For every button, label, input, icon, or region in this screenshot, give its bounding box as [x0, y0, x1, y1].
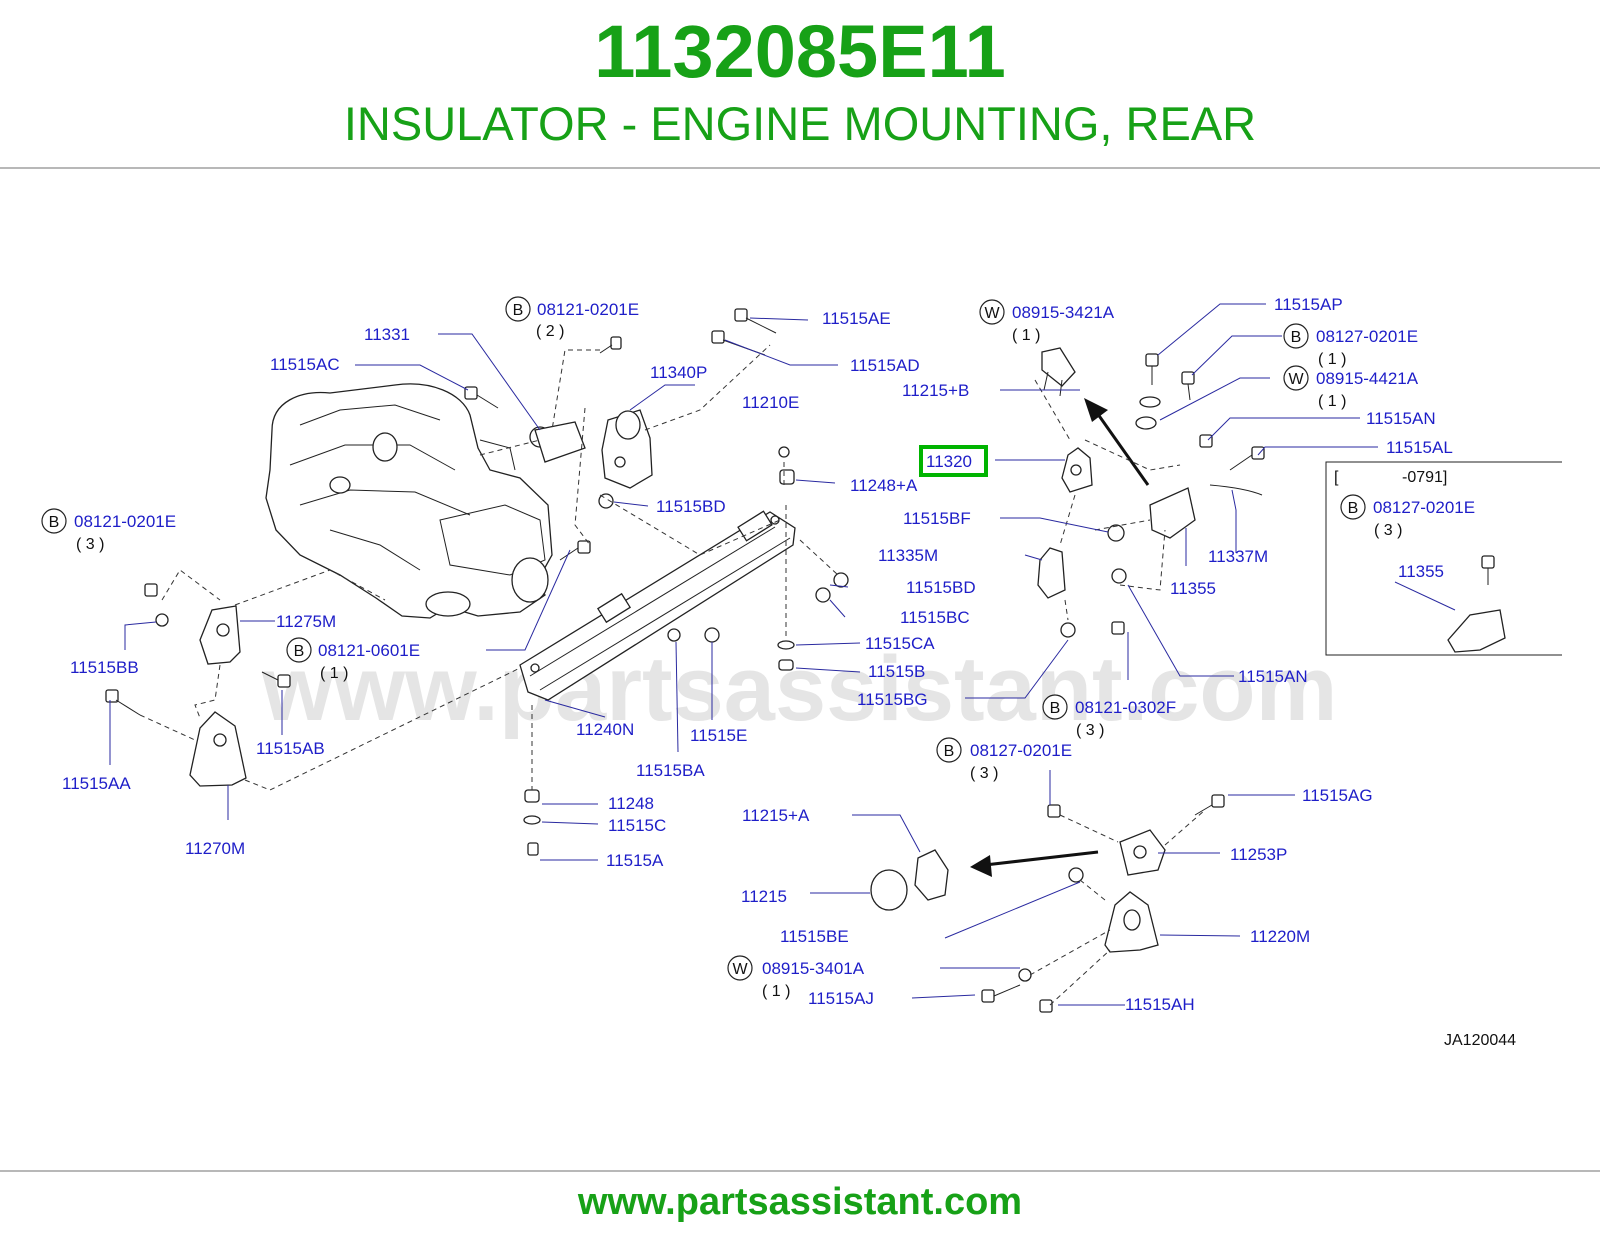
part-label[interactable]: 11515AC — [270, 355, 340, 374]
part-label[interactable]: 11515A — [606, 851, 664, 870]
svg-text:B: B — [294, 643, 305, 660]
part-label[interactable]: 11220M — [1250, 927, 1310, 946]
engine-block-drawing — [265, 383, 553, 619]
svg-text:( 1 ): ( 1 ) — [1318, 393, 1346, 410]
insulator-11320-drawing — [1037, 347, 1265, 638]
svg-text:B: B — [513, 302, 524, 319]
part-label[interactable]: 11337M — [1208, 547, 1268, 566]
part-label[interactable]: 11515AJ — [808, 989, 874, 1008]
part-label[interactable]: 11515BA — [636, 761, 705, 780]
highlight-box — [919, 445, 988, 477]
part-label[interactable]: 11515BD — [906, 578, 976, 597]
svg-text:W: W — [1288, 371, 1304, 388]
footer-divider — [0, 1170, 1600, 1172]
part-label[interactable]: 11515BD — [656, 497, 726, 516]
part-label[interactable]: 11335M — [878, 546, 938, 565]
svg-text:( 3 ): ( 3 ) — [1374, 522, 1402, 539]
svg-text:B: B — [49, 514, 60, 531]
part-label[interactable]: 11248 — [608, 794, 654, 813]
part-label[interactable]: 11515AE — [822, 309, 891, 328]
part-label[interactable]: 11515BE — [780, 927, 849, 946]
part-label[interactable]: 11355 — [1170, 579, 1216, 598]
inset-bracket-open: [ — [1334, 469, 1339, 486]
part-label[interactable]: 08915-4421A — [1316, 369, 1419, 388]
part-label[interactable]: 08127-0201E — [1316, 327, 1418, 346]
svg-text:( 1 ): ( 1 ) — [1318, 351, 1346, 368]
part-label[interactable]: 11515AN — [1366, 409, 1436, 428]
part-label[interactable]: 08121-0201E — [74, 512, 176, 531]
part-label[interactable]: 11515BB — [70, 658, 139, 677]
part-label[interactable]: 11515C — [608, 816, 666, 835]
part-label[interactable]: 08121-0201E — [537, 300, 639, 319]
crossmember-drawing — [519, 510, 796, 701]
svg-text:( 1 ): ( 1 ) — [762, 983, 790, 1000]
part-label[interactable]: 11248+A — [850, 476, 918, 495]
svg-text:( 3 ): ( 3 ) — [76, 536, 104, 553]
svg-text:( 1 ): ( 1 ) — [1012, 327, 1040, 344]
part-label[interactable]: 11515AP — [1274, 295, 1343, 314]
part-label[interactable]: 08915-3421A — [1012, 303, 1115, 322]
svg-text:( 3 ): ( 3 ) — [970, 765, 998, 782]
part-label[interactable]: 08121-0302F — [1075, 698, 1176, 717]
svg-text:( 3 ): ( 3 ) — [1076, 722, 1104, 739]
part-label[interactable]: 11215+A — [742, 806, 810, 825]
lower-right-mounts — [870, 794, 1225, 1013]
part-label[interactable]: 11240N — [576, 720, 634, 739]
part-label[interactable]: 08127-0201E — [1373, 498, 1475, 517]
svg-text:B: B — [944, 743, 955, 760]
part-label[interactable]: 11515AG — [1302, 786, 1373, 805]
part-label[interactable]: 11515BG — [857, 690, 928, 709]
part-label[interactable]: 11215 — [741, 887, 787, 906]
part-labels[interactable]: 11331 11515AC 08121-0201E 11340P 11515AE… — [62, 295, 1475, 1014]
part-description: INSULATOR - ENGINE MOUNTING, REAR — [343, 97, 1257, 150]
bracket-11340P-drawing — [601, 409, 653, 489]
part-label[interactable]: 11275M — [276, 612, 336, 631]
part-label[interactable]: 11215+B — [902, 381, 969, 400]
part-label[interactable]: 11515AN — [1238, 667, 1308, 686]
part-label[interactable]: 11253P — [1230, 845, 1287, 864]
part-label[interactable]: 11515E — [690, 726, 747, 745]
mount-11270M-drawing — [189, 711, 247, 787]
svg-text:W: W — [732, 961, 748, 978]
svg-text:( 1 ): ( 1 ) — [320, 665, 348, 682]
svg-text:B: B — [1050, 700, 1061, 717]
quantity-labels: ( 2 ) ( 3 ) ( 1 ) ( 1 ) ( 3 ) ( 3 ) ( 1 … — [76, 323, 1402, 1000]
svg-text:B: B — [1348, 500, 1359, 517]
part-label[interactable]: 08121-0601E — [318, 641, 420, 660]
inset-11355-drawing — [1325, 461, 1562, 656]
part-label[interactable]: 11515AH — [1125, 995, 1195, 1014]
part-label[interactable]: 11331 — [364, 325, 410, 344]
part-label[interactable]: 11340P — [650, 363, 707, 382]
part-label[interactable]: 11515CA — [865, 634, 935, 653]
part-label[interactable]: 11355 — [1398, 562, 1444, 581]
footer-website-link[interactable]: www.partsassistant.com — [577, 1181, 1023, 1223]
part-label[interactable]: 11515AD — [850, 356, 920, 375]
part-label[interactable]: 08915-3401A — [762, 959, 865, 978]
watermark: www.partsassistant.com — [261, 638, 1337, 740]
diagram-code: JA120044 — [1444, 1032, 1516, 1049]
part-label[interactable]: 11515AL — [1386, 438, 1453, 457]
part-number-title: 1132085E11 — [594, 10, 1006, 93]
part-label[interactable]: 11270M — [185, 839, 245, 858]
part-label[interactable]: 11515AA — [62, 774, 131, 793]
part-label[interactable]: 11515BF — [903, 509, 971, 528]
mount-11275M-drawing — [199, 605, 241, 665]
leader-lines — [109, 303, 1456, 1006]
part-label[interactable]: 11515BC — [900, 608, 970, 627]
header-divider — [0, 167, 1600, 169]
svg-text:B: B — [1291, 329, 1302, 346]
svg-text:W: W — [984, 305, 1000, 322]
highlighted-part-label[interactable]: 11320 — [926, 452, 972, 471]
inset-range: -0791] — [1402, 469, 1447, 486]
part-label[interactable]: 11515B — [868, 662, 925, 681]
svg-text:( 2 ): ( 2 ) — [536, 323, 564, 340]
part-label[interactable]: 11515AB — [256, 739, 325, 758]
part-label[interactable]: 08127-0201E — [970, 741, 1072, 760]
part-label[interactable]: 11210E — [742, 393, 799, 412]
direction-arrows — [970, 398, 1150, 877]
circle-markers: B B B W B B W B W B — [41, 296, 1366, 981]
